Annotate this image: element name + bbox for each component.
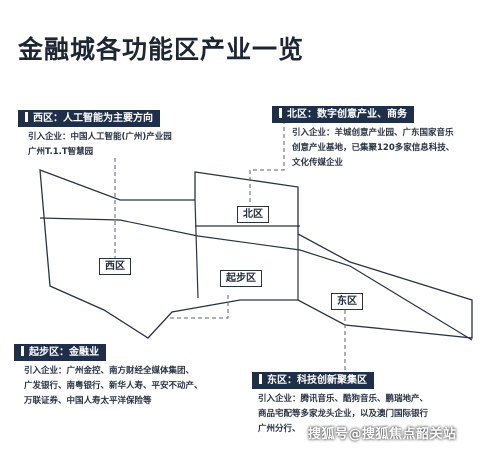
map-label-east: 东区	[331, 293, 363, 310]
page-title: 金融城各功能区产业一览	[18, 35, 305, 64]
east-desc: 引入企业：腾讯音乐、酷狗音乐、鹏瑞地产、 商品宅配等多家龙头企业，以及澳门国际银…	[258, 392, 428, 437]
north-leader	[249, 120, 285, 205]
start-desc: 引入企业：广州金控、南方财经全媒体集团、 广发银行、南粤银行、新华人寿、平安不动…	[24, 364, 203, 409]
start-tag: 起步区：金融业	[14, 344, 106, 361]
start-line: 引入企业：广州金控、南方财经全媒体集团、	[24, 366, 195, 376]
start-line: 万联证券、中国人寿太平洋保险等	[24, 396, 152, 406]
map-label-start: 起步区	[220, 270, 262, 287]
watermark: 搜狐号@搜狐焦点韶关站	[308, 427, 457, 442]
start-line: 广发银行、南粤银行、新华人寿、平安不动产、	[24, 381, 203, 391]
north-desc: 引入企业：羊城创意产业园、广东国家音乐 创意产业基地，已集聚120多家信息科技、…	[292, 126, 454, 171]
north-line: 创意产业基地，已集聚120多家信息科技、	[292, 143, 455, 153]
west-line: 广州T.1.T智慧园	[28, 147, 94, 157]
east-tag: 东区：科技创新聚集区	[252, 372, 374, 389]
north-line: 引入企业：羊城创意产业园、广东国家音乐	[292, 128, 454, 138]
north-line: 文化传媒企业	[292, 158, 344, 168]
north-tag: 北区：数字创意产业、商务	[272, 106, 414, 123]
rail-line	[39, 217, 473, 341]
map-label-north: 北区	[237, 206, 269, 223]
east-line: 广州分行、	[258, 424, 301, 434]
west-tag: 西区：人工智能为主要方向	[18, 110, 160, 127]
west-line: 引入企业：中国人工智能(广州)产业园	[28, 132, 172, 142]
east-line: 商品宅配等多家龙头企业，以及澳门国际银行	[258, 409, 429, 419]
east-line: 引入企业：腾讯音乐、酷狗音乐、鹏瑞地产、	[258, 394, 429, 404]
west-desc: 引入企业：中国人工智能(广州)产业园 广州T.1.T智慧园	[28, 130, 172, 160]
map-label-west: 西区	[99, 258, 131, 275]
district-outline	[39, 169, 473, 339]
west-divider	[194, 199, 199, 299]
start-leader	[170, 292, 229, 319]
